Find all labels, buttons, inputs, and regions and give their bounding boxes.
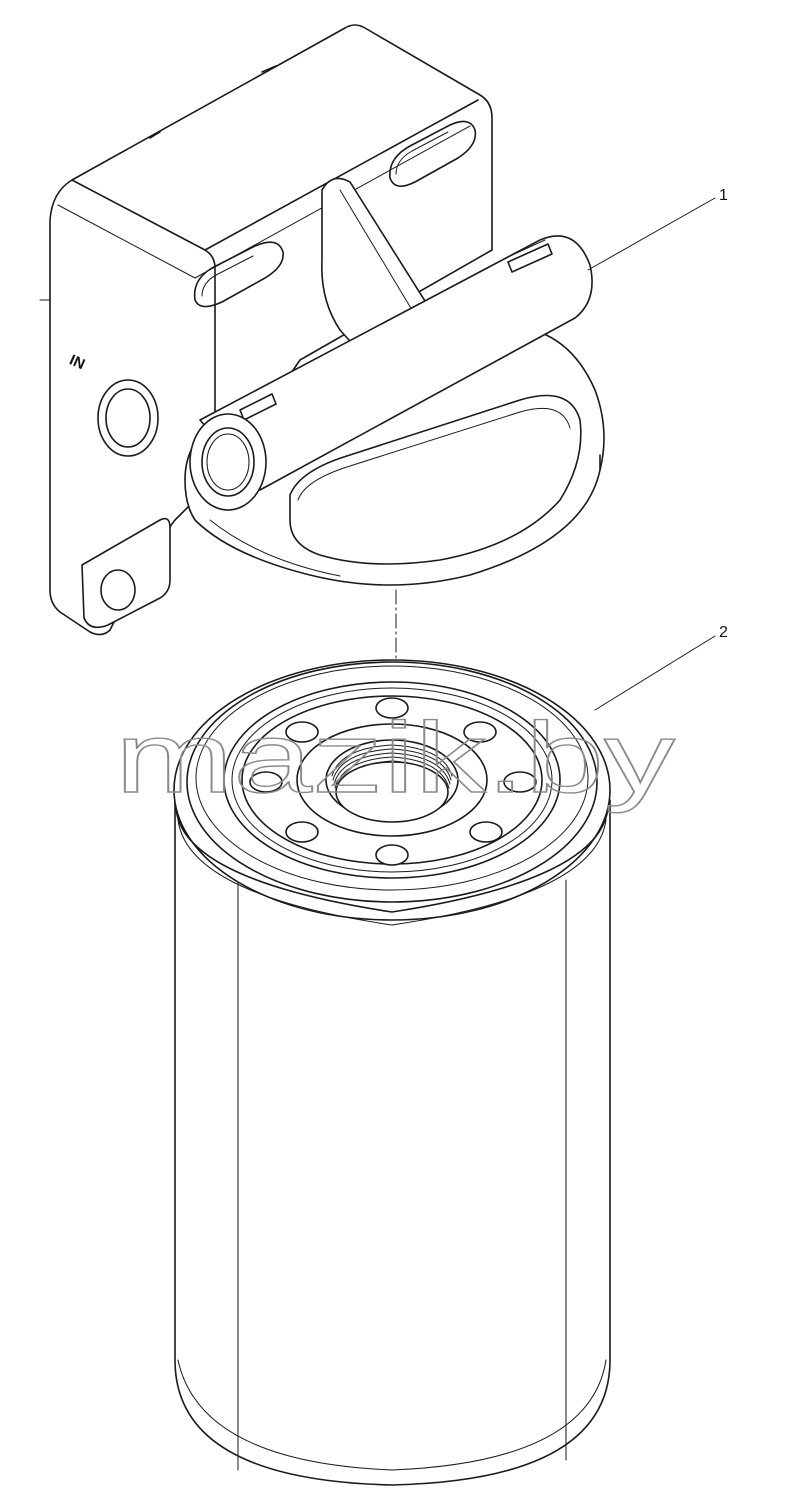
inlet-port <box>97 379 159 457</box>
filter-head-part: IN <box>39 24 605 636</box>
cartridge-gasket <box>223 681 561 879</box>
ear-bolt-hole <box>100 569 136 611</box>
housing-stamp-in: IN <box>67 352 88 374</box>
leader-line-2 <box>594 635 716 711</box>
tube-flat-marker-1 <box>507 243 553 273</box>
callout-label-2: 2 <box>719 624 728 641</box>
leader-line-1 <box>587 197 716 271</box>
callout-1: 1 <box>587 187 728 271</box>
mounting-slot-upper <box>389 120 477 187</box>
mounting-slot-lower <box>193 241 284 308</box>
flow-holes <box>249 697 537 866</box>
filter-cartridge-part <box>173 659 611 1486</box>
watermark: mazik.by <box>115 702 675 814</box>
callout-label-1: 1 <box>719 187 728 204</box>
callout-2: 2 <box>594 624 728 711</box>
cartridge-body <box>174 799 611 1486</box>
outlet-tube <box>199 235 593 491</box>
bracket-plate <box>49 24 493 636</box>
